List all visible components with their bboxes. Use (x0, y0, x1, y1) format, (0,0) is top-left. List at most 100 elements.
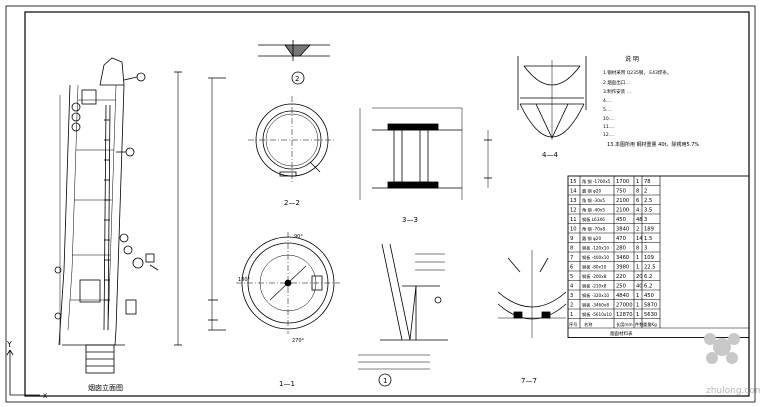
table-cell: 1 (636, 303, 639, 309)
table-cell: 钢板 -120x10 (582, 245, 609, 252)
section-7-7 (497, 250, 567, 338)
chimney-elevation (54, 57, 226, 374)
section-4-4 (517, 56, 587, 140)
table-cell: 钢板 L63X6 (582, 216, 605, 223)
table-header-cell: 件数 (635, 321, 644, 328)
table-cell: 8 (636, 189, 639, 195)
table-cell: 5630 (644, 312, 657, 318)
table-title: 烟囱材料表 (610, 330, 633, 337)
table-cell: 1 (636, 179, 639, 185)
table-cell: 钢板 -200x8 (582, 273, 607, 280)
table-cell: 4840 (616, 293, 629, 299)
table-cell: 6 (636, 198, 639, 204)
note-12: 12.… (603, 132, 615, 138)
table-border (567, 175, 750, 338)
table-cell: 1.5 (644, 236, 652, 242)
table-cell: 1700 (616, 179, 629, 185)
table-cell: 6.2 (644, 274, 652, 280)
angle-180: 180° (238, 277, 251, 283)
angle-90: 90° (294, 234, 303, 240)
section-1-1 (236, 232, 340, 334)
table-cell: 2 (644, 189, 647, 195)
axis-y-label: Y (6, 340, 12, 349)
detail-1-label: 1 (383, 377, 387, 385)
table-cell: 2100 (616, 198, 629, 204)
table-cell: 角 钢 -30x5 (582, 197, 605, 204)
table-cell: 角 钢 -70x8 (582, 226, 605, 233)
table-cell: 钢板 -400x10 (582, 254, 609, 261)
section-2-2-label: 2—2 (284, 199, 300, 207)
table-cell: 5870 (644, 303, 657, 309)
table-cell: 15 (570, 179, 577, 185)
table-cell: 钢板 -3460x8 (582, 302, 609, 309)
table-cell: 1 (636, 255, 639, 261)
table-cell: 钢板 -320x10 (582, 292, 609, 299)
table-cell: 3 (570, 293, 573, 299)
note-1: 1.钢材采用 Q235钢， E43焊条。 (603, 69, 671, 76)
table-cell: 3 (644, 217, 647, 223)
table-cell: 14 (636, 236, 643, 242)
table-cell: 40 (636, 284, 643, 290)
table-cell: 189 (644, 227, 654, 233)
table-cell: 圆 钢 φ20 (582, 235, 601, 242)
table-cell: 5 (570, 274, 573, 280)
section-1-1-label: 1—1 (279, 380, 295, 388)
elevation-title: 烟囱立面图 (88, 383, 123, 392)
table-cell: 6.2 (644, 284, 652, 290)
table-cell: 8 (636, 246, 639, 252)
note-11: 11.… (603, 124, 615, 130)
table-cell: 钢板 -210x8 (582, 283, 607, 290)
detail-2-weld (258, 40, 330, 85)
table-header-cell: 重量Kg (643, 321, 657, 328)
table-cell: 78 (644, 179, 651, 185)
table-header-cell: 名称 (584, 321, 592, 328)
table-cell: 3980 (616, 265, 629, 271)
note-10: 10.… (603, 116, 615, 122)
notes-title: 说 明 (625, 55, 639, 63)
note-4: 4.… (603, 98, 612, 104)
table-cell: 2 (636, 227, 639, 233)
section-3-3 (359, 107, 492, 200)
table-cell: 220 (616, 274, 626, 280)
detail-1 (358, 243, 448, 387)
table-cell: 8 (570, 246, 573, 252)
note-5: 5.… (603, 107, 612, 113)
table-cell: 13 (570, 198, 577, 204)
table-cell: 4 (636, 208, 640, 214)
table-cell: 12 (570, 208, 577, 214)
section-2-2 (248, 96, 336, 184)
table-cell: 27000 (616, 303, 633, 309)
table-cell: 1 (636, 265, 639, 271)
section-4-4-label: 4—4 (542, 151, 558, 159)
table-cell: 10 (570, 227, 577, 233)
table-cell: 2 (570, 303, 573, 309)
table-cell: 角 钢 -40x5 (582, 207, 605, 214)
watermark-text: zhulong.com (706, 386, 760, 396)
axis-x-label: X (43, 393, 47, 400)
table-cell: 9 (570, 236, 573, 242)
design-notes: 说 明 1.钢材采用 Q235钢， E43焊条。 2.烟囱出口… 3.制作安装 … (603, 55, 699, 148)
inner-frame (24, 11, 750, 397)
table-cell: 2.5 (644, 198, 652, 204)
table-header-cell: 序号 (569, 321, 577, 328)
table-cell: 450 (644, 293, 654, 299)
table-cell: 3840 (616, 227, 629, 233)
note-13: 13.本图所用 钢材重量 40t，除锈用5.7% (607, 141, 699, 148)
note-3: 3.制作安装 … (603, 88, 631, 95)
table-cell: 1 (570, 312, 573, 318)
watermark-logo (704, 333, 740, 364)
table-cell: 钢板 -5610x10 (582, 311, 612, 318)
ucs-axis-icon (6, 349, 40, 396)
table-cell: 48 (636, 217, 643, 223)
angle-270: 270° (292, 338, 305, 344)
table-cell: 2100 (616, 208, 629, 214)
table-cell: 1 (636, 293, 639, 299)
table-cell: 3460 (616, 255, 629, 261)
section-7-7-label: 7—7 (521, 377, 537, 385)
note-2: 2.烟囱出口… (603, 79, 630, 86)
table-cell: 12870 (616, 312, 633, 318)
table-cell: 11 (570, 217, 577, 223)
table-cell: 750 (616, 189, 626, 195)
table-cell: 3.5 (644, 208, 652, 214)
